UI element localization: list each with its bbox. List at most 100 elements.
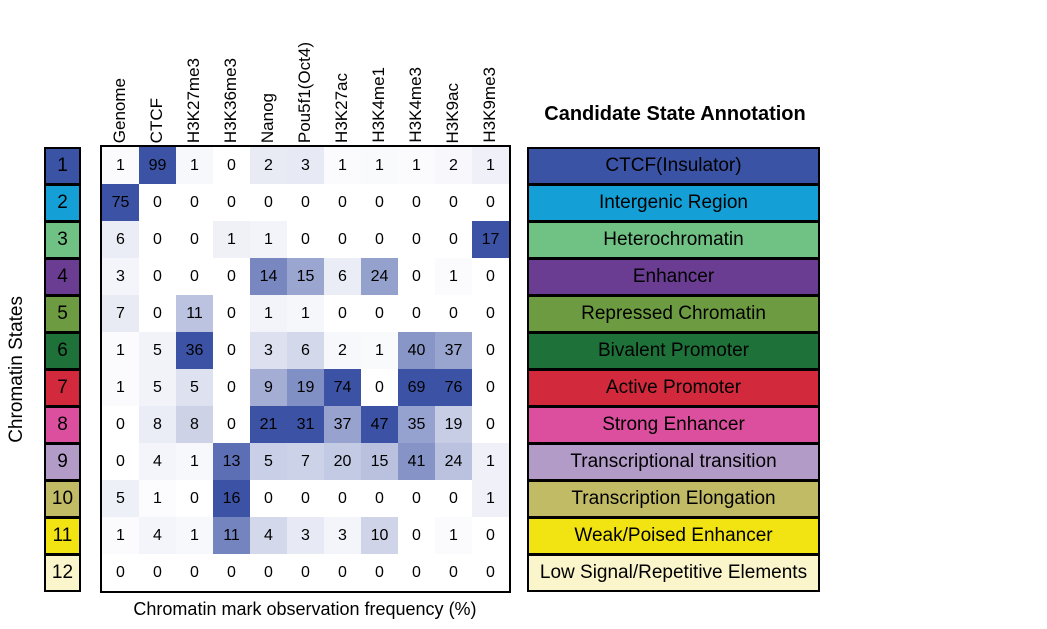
heatmap-cell: 0 [213,554,250,591]
legend-row: Transcription Elongation [527,480,820,518]
heatmap-cell: 0 [435,554,472,591]
heatmap-cell: 0 [472,295,509,332]
heatmap-cell: 6 [324,258,361,295]
column-label-text: Nanog [258,92,277,143]
heatmap-cell: 0 [324,295,361,332]
heatmap-cell: 0 [398,517,435,554]
heatmap-cell: 41 [398,443,435,480]
heatmap-cell: 3 [324,517,361,554]
column-label: H3K4me1 [361,0,398,143]
legend-row: CTCF(Insulator) [527,147,820,185]
heatmap-cell: 9 [250,369,287,406]
heatmap-cell: 75 [102,184,139,221]
heatmap-cell: 0 [213,258,250,295]
column-label: H3K9ac [435,0,472,143]
heatmap-cell: 0 [398,221,435,258]
heatmap-cell: 0 [176,258,213,295]
heatmap-cell: 74 [324,369,361,406]
heatmap-cell: 1 [102,369,139,406]
heatmap-cell: 0 [213,332,250,369]
heatmap-cell: 7 [102,295,139,332]
heatmap-cell: 0 [361,221,398,258]
column-label: Nanog [250,0,287,143]
heatmap-cell: 3 [250,332,287,369]
heatmap-cell: 0 [287,221,324,258]
heatmap-cell: 19 [435,406,472,443]
heatmap-cell: 0 [139,258,176,295]
heatmap-cell: 4 [139,443,176,480]
heatmap-cell: 0 [398,295,435,332]
heatmap-cell: 0 [287,480,324,517]
column-label-text: Pou5f1(Oct4) [295,41,314,143]
heatmap-cell: 5 [139,332,176,369]
state-swatch: 9 [44,443,81,481]
column-label-text: H3K4me1 [369,67,388,143]
heatmap-cell: 35 [398,406,435,443]
column-label: Genome [102,0,139,143]
heatmap-cell: 16 [213,480,250,517]
heatmap-cell: 31 [287,406,324,443]
heatmap-cell: 0 [250,554,287,591]
heatmap-cell: 20 [324,443,361,480]
state-swatch: 6 [44,332,81,370]
column-label: H3K36me3 [213,0,250,143]
heatmap-cell: 0 [176,184,213,221]
heatmap-cell: 5 [176,369,213,406]
heatmap-cell: 0 [139,184,176,221]
column-label-text: H3K27me3 [184,57,203,143]
legend-row: Strong Enhancer [527,406,820,444]
heatmap-cell: 15 [287,258,324,295]
heatmap-cell: 0 [324,554,361,591]
column-label-text: H3K9me3 [480,67,499,143]
heatmap-cell: 37 [435,332,472,369]
state-swatch: 7 [44,369,81,407]
heatmap-cell: 11 [176,295,213,332]
heatmap-cell: 1 [139,480,176,517]
column-label-text: H3K36me3 [221,57,240,143]
heatmap-cell: 0 [213,147,250,184]
heatmap-cell: 15 [361,443,398,480]
state-swatch: 1 [44,147,81,185]
heatmap-cell: 0 [324,480,361,517]
y-axis-title-text: Chromatin States [6,295,27,443]
heatmap-cell: 0 [472,184,509,221]
heatmap-cell: 36 [176,332,213,369]
heatmap-cell: 0 [472,517,509,554]
heatmap-cell: 0 [176,480,213,517]
heatmap-cell: 1 [102,147,139,184]
heatmap-cell: 8 [139,406,176,443]
heatmap-cell: 40 [398,332,435,369]
heatmap-cell: 13 [213,443,250,480]
heatmap-cell: 0 [398,258,435,295]
heatmap-cell: 0 [472,406,509,443]
heatmap-cell: 1 [250,295,287,332]
heatmap-cell: 2 [435,147,472,184]
heatmap-cell: 1 [176,147,213,184]
legend-row: Weak/Poised Enhancer [527,517,820,555]
heatmap-cell: 0 [213,406,250,443]
heatmap-cell: 0 [324,221,361,258]
legend-title: Candidate State Annotation [544,103,806,125]
legend-row: Repressed Chromatin [527,295,820,333]
heatmap-cell: 11 [213,517,250,554]
state-swatch: 10 [44,480,81,518]
heatmap-cell: 6 [287,332,324,369]
heatmap-cell: 0 [472,369,509,406]
column-label-text: H3K9ac [443,82,462,143]
heatmap-cell: 0 [213,369,250,406]
state-swatch: 12 [44,554,81,592]
heatmap-cell: 0 [176,554,213,591]
state-swatch: 8 [44,406,81,444]
heatmap-cell: 10 [361,517,398,554]
heatmap-cell: 1 [102,332,139,369]
heatmap-cell: 14 [250,258,287,295]
heatmap-cell: 7 [287,443,324,480]
heatmap-cell: 0 [287,554,324,591]
heatmap-cell: 0 [102,554,139,591]
state-swatch: 2 [44,184,81,222]
heatmap-cell: 3 [102,258,139,295]
heatmap-cell: 1 [472,443,509,480]
heatmap-cell: 0 [250,184,287,221]
